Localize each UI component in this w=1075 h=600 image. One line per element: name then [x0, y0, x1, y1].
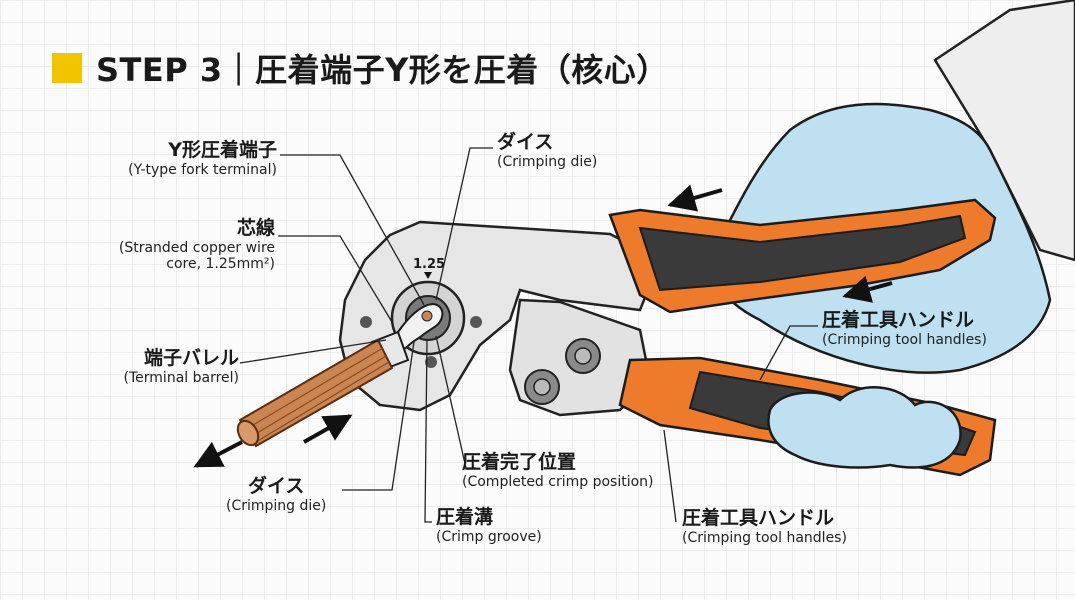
glove-fingers — [767, 386, 962, 469]
label-crimp-groove: 圧着溝 (Crimp groove) — [436, 506, 542, 545]
label-handles-upper: 圧着工具ハンドル (Crimping tool handles) — [822, 309, 987, 348]
label-handles-lower: 圧着工具ハンドル (Crimping tool handles) — [682, 507, 847, 546]
page-title: STEP 3｜圧着端子Y形を圧着（核心） — [96, 51, 669, 89]
label-core-wire: 芯線 (Stranded copper wire core, 1.25mm²) — [118, 217, 275, 272]
motion-arrow-icon — [193, 184, 893, 468]
label-fork-terminal: Y形圧着端子 (Y-type fork terminal) — [128, 139, 277, 178]
label-die-bottom: ダイス (Crimping die) — [226, 475, 327, 514]
label-die-top: ダイス (Crimping die) — [497, 131, 598, 170]
die-size-label: 1.25 — [413, 257, 446, 272]
step-header: STEP 3｜圧着端子Y形を圧着（核心） — [52, 38, 669, 98]
section-marker-icon — [52, 53, 82, 83]
label-terminal-barrel: 端子バレル (Terminal barrel) — [123, 347, 239, 386]
label-completed-position: 圧着完了位置 (Completed crimp position) — [462, 451, 654, 490]
